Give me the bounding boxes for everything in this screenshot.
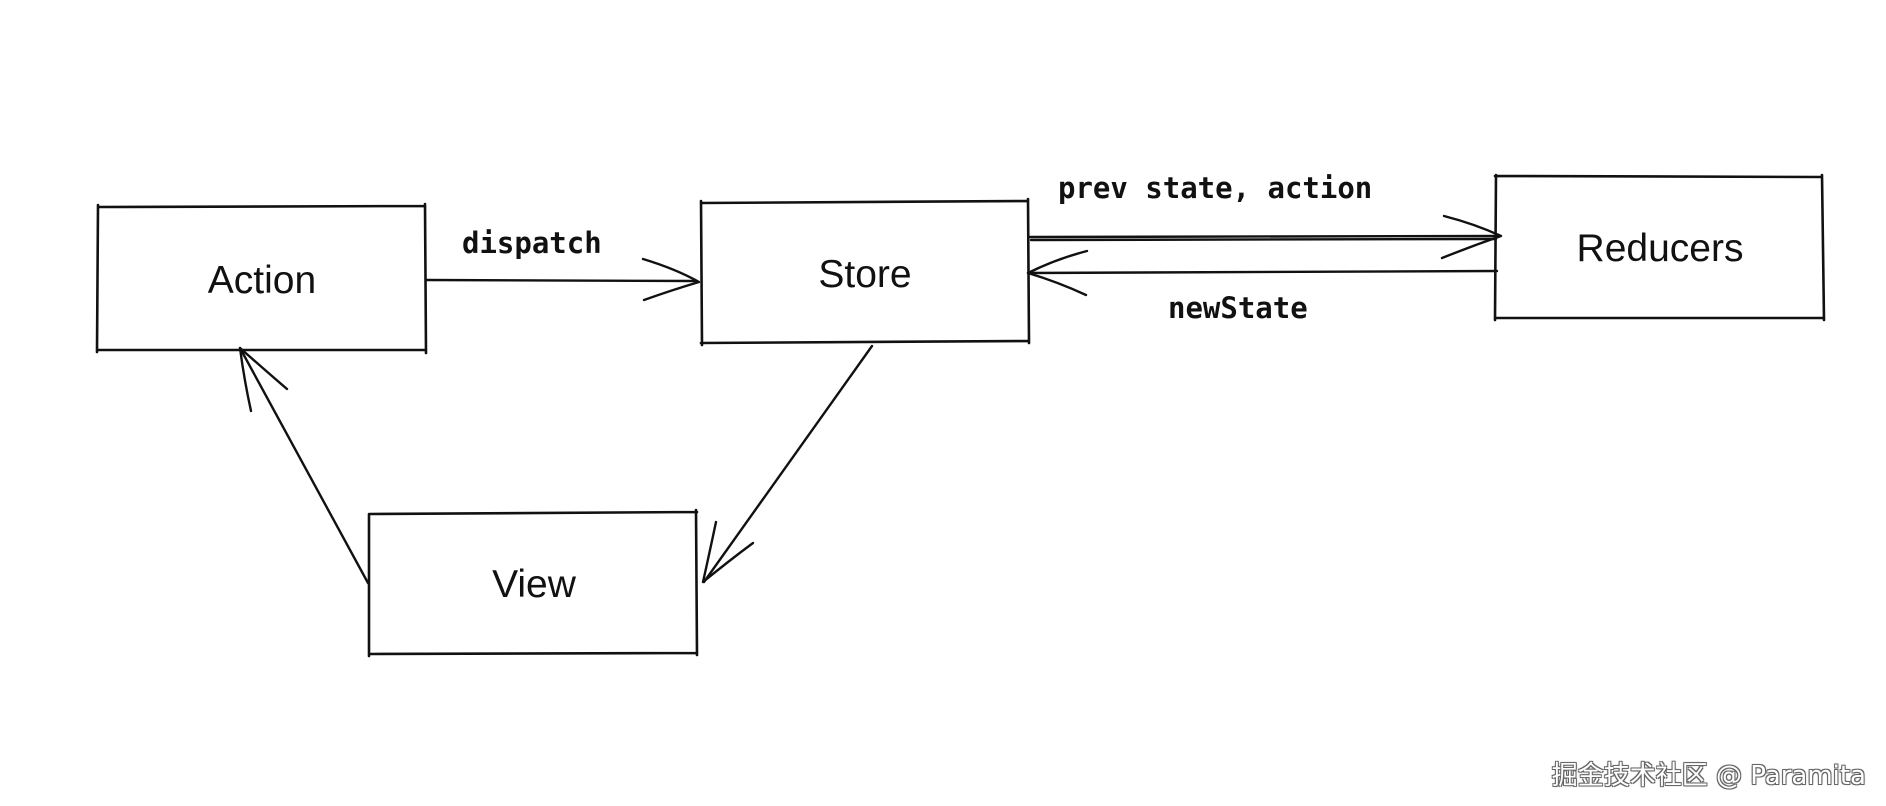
prev-state-action-arrow: prev state, action: [1028, 171, 1503, 260]
store-to-view-arrow: [701, 344, 874, 584]
view-node-label: View: [492, 563, 577, 606]
reducers-node: Reducers: [1493, 173, 1826, 322]
store-node-label: Store: [818, 253, 911, 296]
action-node: Action: [95, 202, 428, 355]
dispatch-arrow: dispatch: [424, 226, 701, 302]
watermark: 掘金技术社区 @ Paramita: [1551, 761, 1866, 791]
new-state-arrow: newState: [1026, 249, 1499, 325]
store-node: Store: [699, 197, 1031, 347]
view-to-action-arrow: [238, 346, 370, 585]
dispatch-label: dispatch: [462, 226, 602, 260]
action-node-label: Action: [208, 259, 316, 302]
new-state-label: newState: [1168, 291, 1308, 325]
view-node: View: [367, 508, 699, 658]
prev-state-action-label: prev state, action: [1058, 171, 1372, 205]
reducers-node-label: Reducers: [1577, 227, 1744, 270]
